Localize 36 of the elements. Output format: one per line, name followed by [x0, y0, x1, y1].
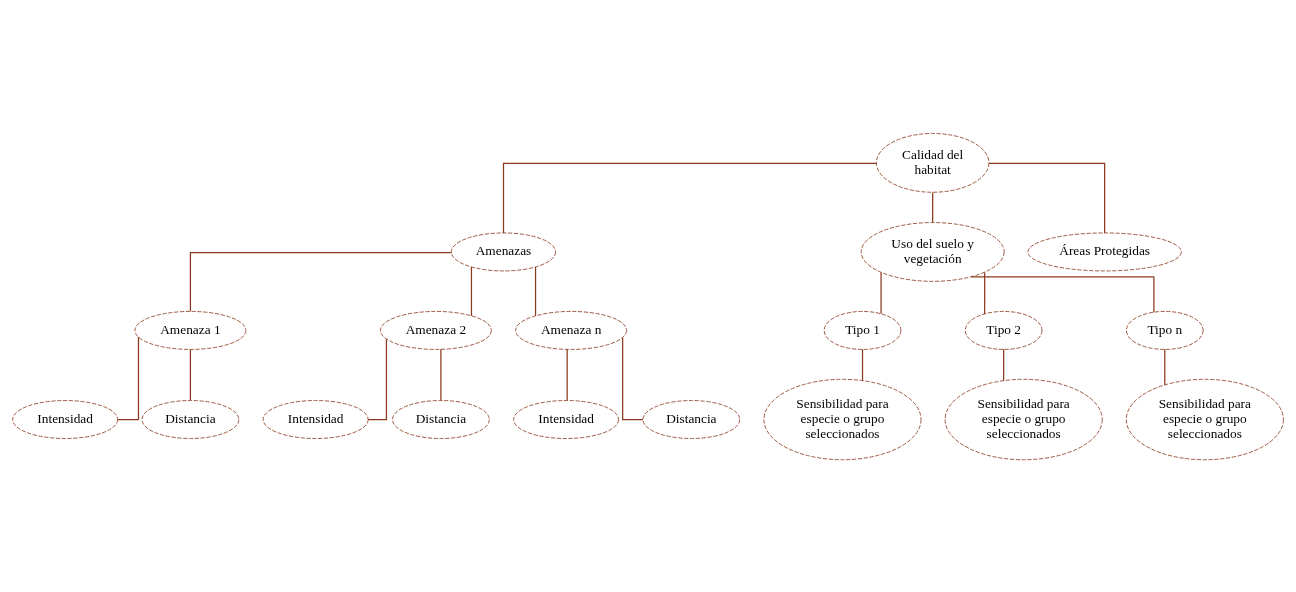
connector — [622, 336, 644, 420]
node-ellipse: Sensibilidad para especie o grupo seleccionados — [1125, 378, 1284, 460]
connector — [970, 275, 1155, 313]
node-ellipse: Tipo 2 — [964, 310, 1043, 350]
node-ellipse: Calidad del habitat — [876, 132, 990, 193]
node-ellipse: Distancia — [642, 399, 741, 439]
node-ellipse: Sensibilidad para especie o grupo seleccionados — [763, 378, 922, 460]
node-ellipse: Distancia — [392, 399, 490, 439]
node-ellipse: Distancia — [141, 399, 240, 439]
connector — [566, 348, 568, 401]
connector — [189, 348, 192, 401]
connector — [117, 336, 140, 420]
connector — [534, 265, 537, 316]
node-ellipse: Uso del suelo y vegetación — [860, 221, 1005, 282]
connector — [1164, 348, 1166, 385]
node-ellipse: Tipo 1 — [823, 310, 902, 350]
connector — [440, 348, 442, 401]
node-ellipse: Amenazas — [450, 232, 557, 271]
node-ellipse: Amenaza n — [515, 310, 628, 350]
node-ellipse: Intensidad — [513, 399, 620, 439]
connector — [880, 271, 882, 314]
connector — [861, 348, 864, 381]
node-ellipse: Amenaza 1 — [134, 310, 247, 350]
node-ellipse: Áreas Protegidas — [1027, 232, 1182, 271]
node-ellipse: Tipo n — [1126, 310, 1204, 350]
connector — [932, 191, 934, 223]
connector — [470, 265, 473, 316]
node-ellipse: Sensibilidad para especie o grupo seleccionados — [944, 378, 1103, 460]
connector — [988, 162, 1106, 234]
connector — [189, 251, 453, 312]
connector — [502, 162, 878, 234]
node-ellipse: Intensidad — [262, 399, 369, 439]
node-ellipse: Amenaza 2 — [380, 310, 492, 350]
node-ellipse: Intensidad — [12, 399, 119, 439]
connector — [1003, 348, 1005, 381]
connector — [984, 271, 986, 314]
